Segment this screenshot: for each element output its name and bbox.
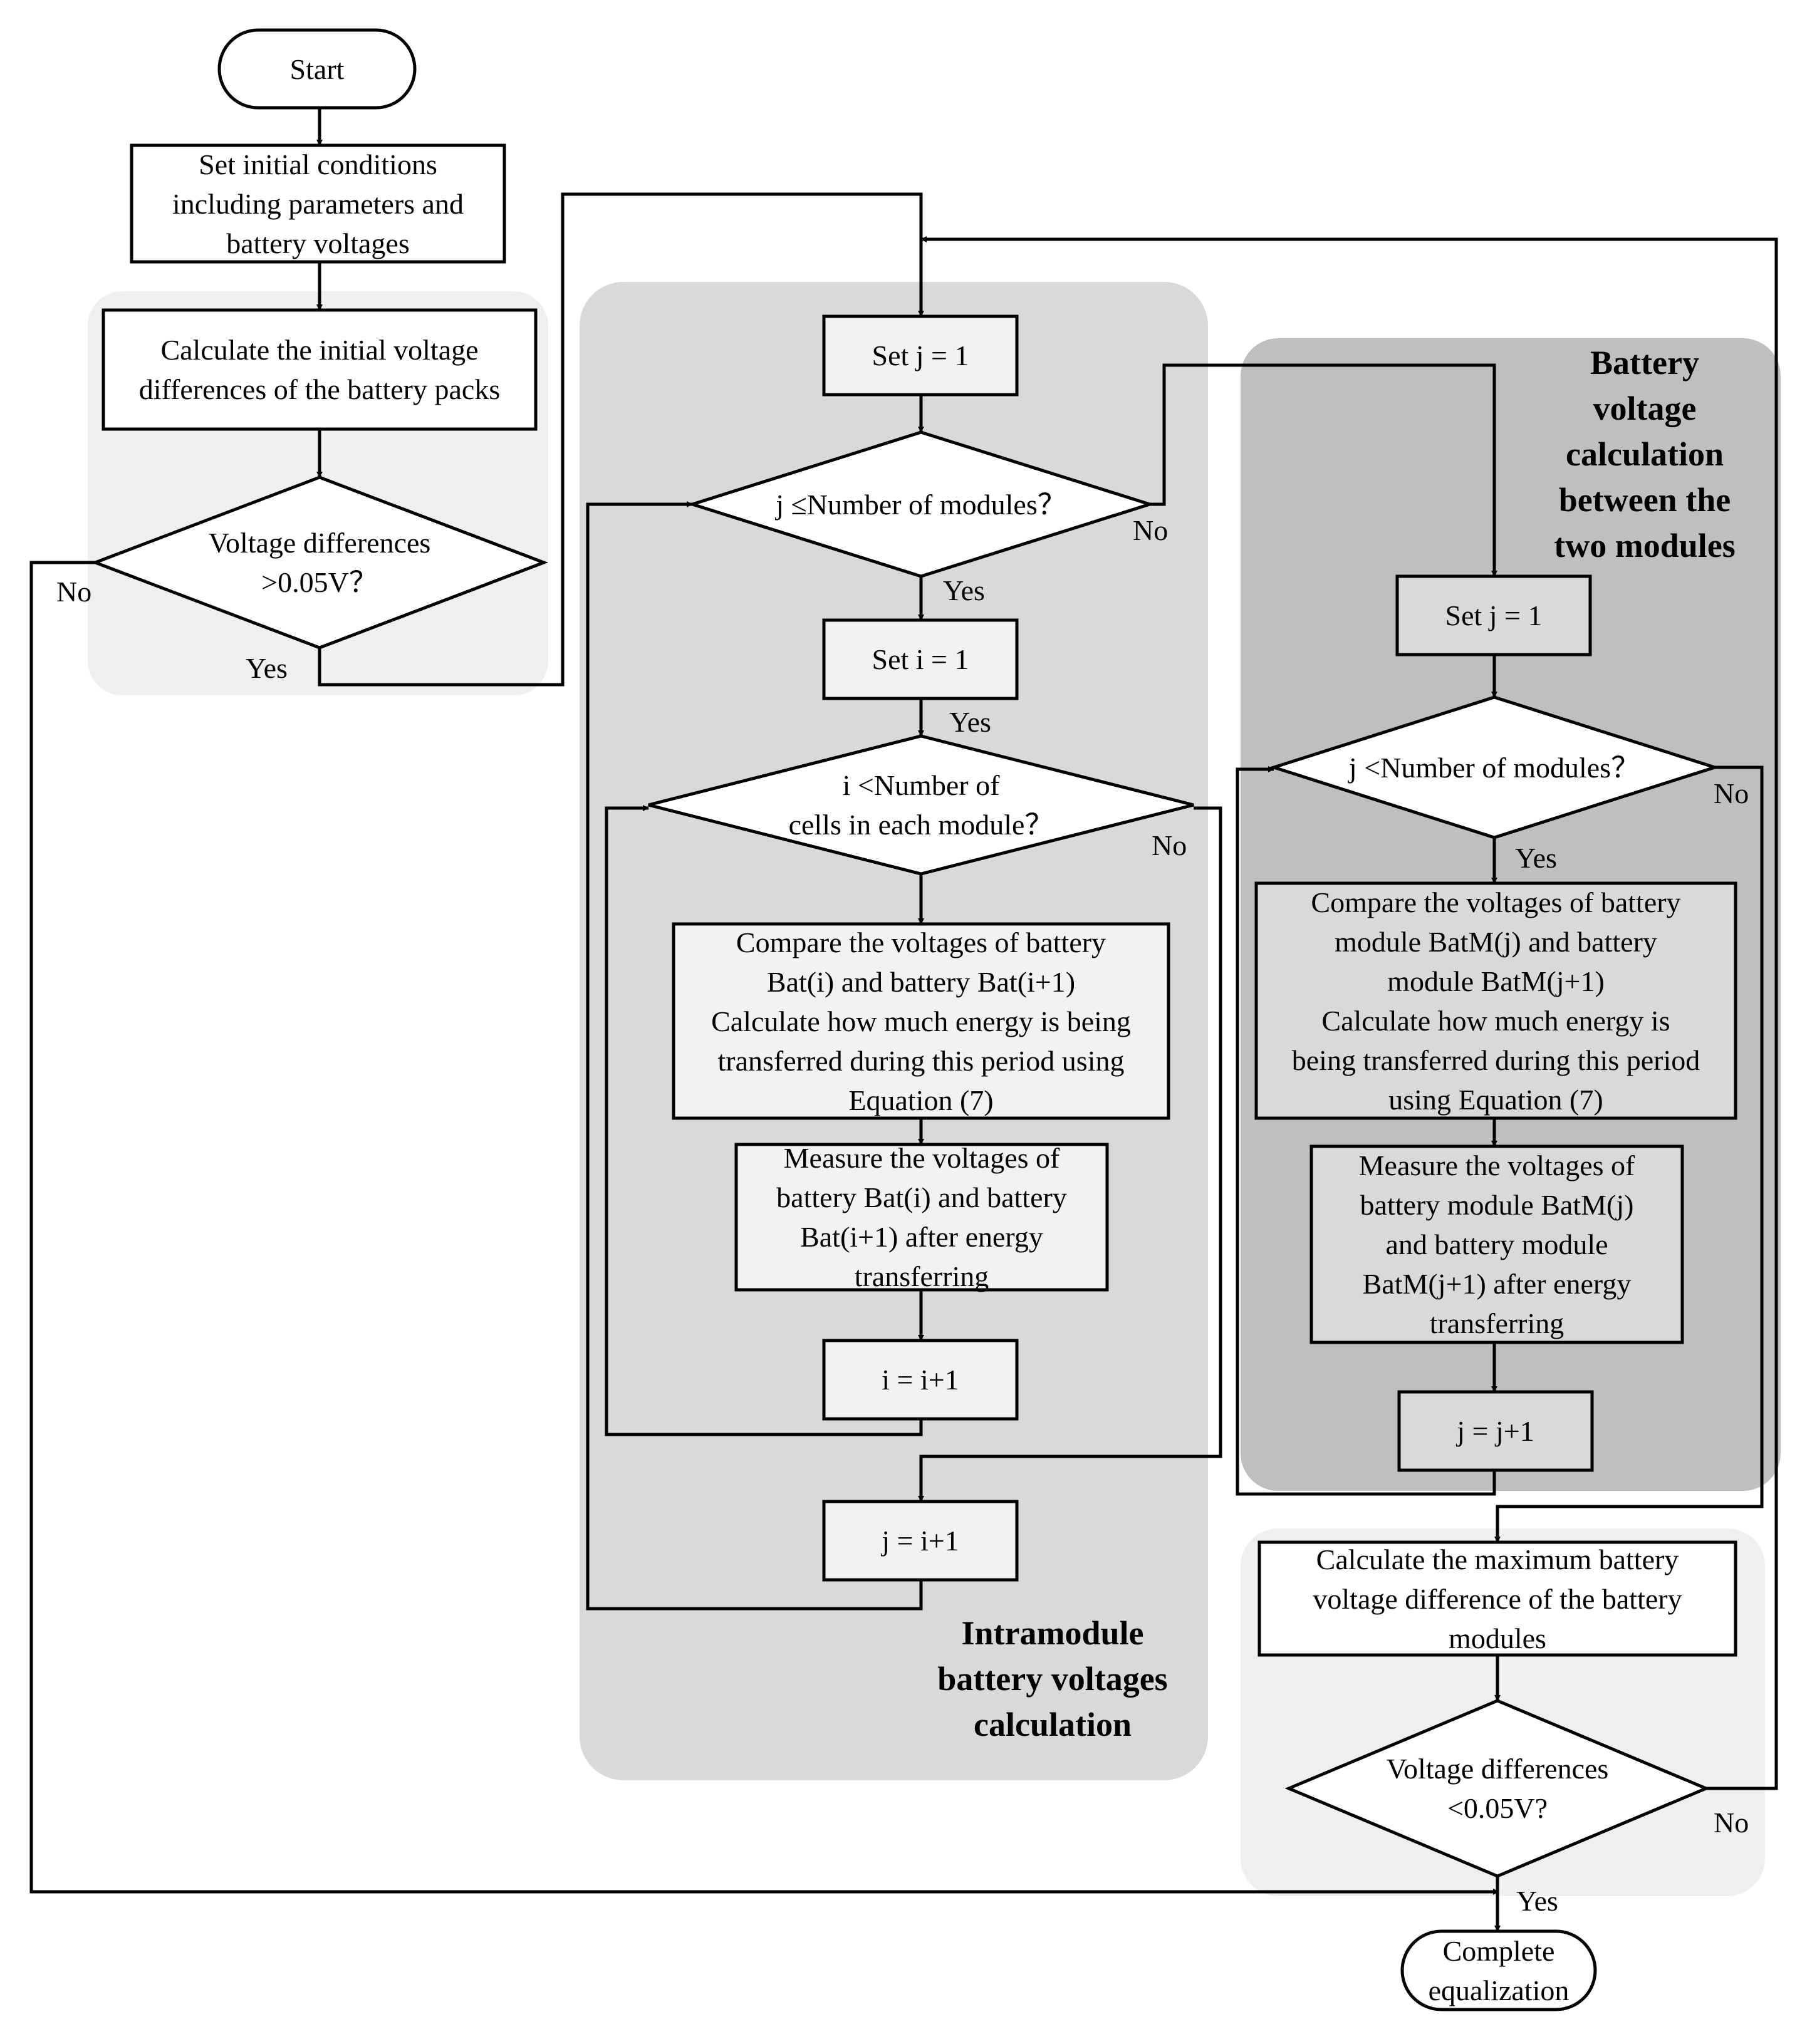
set-i1-box (822, 618, 1019, 700)
edge-label-yes-decj: Yes (943, 574, 985, 606)
edge-label-yes-seti: Yes (949, 706, 991, 738)
edge-label-no-decjb: No (1714, 777, 1749, 809)
edge-label-yes-decfinal: Yes (1516, 1885, 1558, 1917)
measure-cells-label: Measure the voltages of battery Bat(i) a… (776, 1142, 1067, 1292)
start-label: Start (289, 53, 345, 85)
decision-j-between-label: j <Number of modules？ (1348, 751, 1640, 784)
measure-cells-box (734, 1143, 1109, 1292)
end-terminal (1400, 1929, 1597, 2011)
inc-j-intra-box (822, 1500, 1019, 1582)
connector-incjb-loop (1236, 766, 1496, 1496)
connector-dec1-yes-setj (318, 192, 924, 687)
measure-modules-box (1309, 1144, 1684, 1344)
compare-cells-label: Compare the voltages of battery Bat(i) a… (711, 926, 1131, 1116)
calc-max-box (1257, 1540, 1737, 1657)
edge-label-no-dec1: No (56, 576, 92, 608)
compare-modules-box (1254, 881, 1737, 1120)
set-j1-between-box (1395, 574, 1592, 656)
decision-i-cells-label: i <Number of cells in each module？ (788, 769, 1054, 841)
edge-label-no-deci: No (1152, 829, 1187, 861)
decision-j-modules-diamond (687, 430, 1155, 578)
connector-decfinal-no-loop (920, 236, 1778, 1790)
set-j1-label: Set j = 1 (872, 340, 969, 371)
calc-init-box (102, 308, 538, 431)
decision-j-between-diamond (1268, 695, 1721, 839)
inc-j-intra-label: j = i+1 (882, 1525, 959, 1557)
end-label: Complete equalization (1428, 1934, 1570, 2006)
decision-voltage-initial-label: Voltage differences >0.05V？ (208, 527, 431, 598)
inc-i-box (822, 1339, 1019, 1421)
connector-dec1-no-end (29, 561, 1499, 1895)
decision-voltage-final-label: Voltage differences <0.05V? (1386, 1753, 1609, 1824)
region-title-intramodule: Intramodule battery voltages calculation (937, 1614, 1168, 1743)
calc-init-label: Calculate the initial voltage difference… (138, 334, 501, 405)
connector-inci-loop (605, 805, 923, 1436)
set-j1-box (822, 314, 1019, 397)
decision-j-modules-label: j ≤Number of modules？ (776, 488, 1066, 521)
set-j1-between-label: Set j = 1 (1445, 599, 1543, 631)
start-terminal (217, 28, 417, 110)
compare-modules-label: Compare the voltages of battery module B… (1291, 886, 1700, 1116)
connector-decj-no-between (1150, 363, 1497, 577)
init-box (130, 143, 506, 264)
inc-i-label: i = i+1 (882, 1364, 959, 1396)
connector-incj-loop (586, 501, 923, 1611)
region-title-between: Battery voltage calculation between the … (1554, 343, 1736, 564)
calc-max-label: Calculate the maximum battery voltage di… (1313, 1543, 1682, 1654)
inc-j-between-label: j = j+1 (1457, 1415, 1534, 1447)
edge-label-no-decfinal: No (1714, 1807, 1749, 1839)
decision-voltage-initial-diamond (90, 475, 549, 650)
edge-label-no-decj: No (1133, 514, 1169, 546)
edge-label-yes-dec1: Yes (246, 652, 288, 684)
decision-voltage-final-diamond (1284, 1699, 1710, 1878)
set-i1-label: Set i = 1 (872, 643, 969, 675)
init-label: Set initial conditions including paramet… (172, 148, 464, 259)
measure-modules-label: Measure the voltages of battery module B… (1358, 1149, 1635, 1339)
edge-label-yes-decjb: Yes (1515, 842, 1557, 874)
connector-decjb-no-calcmax (1494, 765, 1764, 1543)
inc-j-between-box (1397, 1390, 1594, 1472)
connector-deci-no-incj (918, 806, 1222, 1502)
compare-cells-box (672, 922, 1170, 1120)
decision-i-cells-diamond (648, 734, 1194, 876)
